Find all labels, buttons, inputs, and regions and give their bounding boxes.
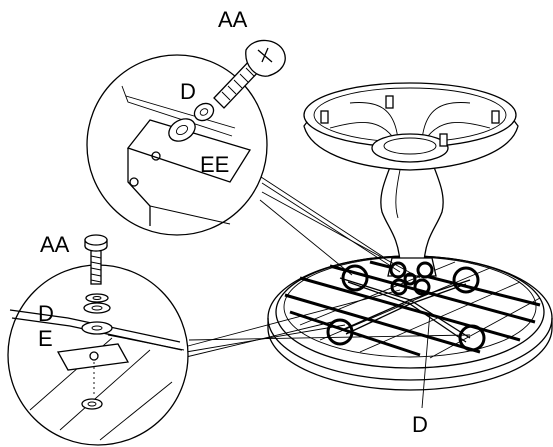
screw-aa-left — [84, 234, 108, 285]
highlight-circle — [413, 278, 431, 296]
highlight-circle — [416, 261, 434, 279]
label-aa-top: AA — [218, 7, 248, 32]
highlight-circle — [326, 318, 354, 346]
top-plate-pegs — [320, 95, 500, 147]
table-top-plate — [303, 82, 519, 171]
highlight-circle — [341, 264, 369, 292]
highlight-circle — [389, 261, 407, 279]
label-e-left: E — [38, 326, 53, 351]
label-aa-left: AA — [40, 232, 70, 257]
highlight-circles — [326, 261, 486, 352]
label-d-top: D — [180, 79, 196, 104]
highlight-circle — [403, 272, 417, 286]
screw-aa-top — [213, 39, 286, 109]
table-base — [267, 255, 553, 391]
label-d-left: D — [38, 301, 54, 326]
label-ee-top: EE — [200, 152, 229, 177]
table-column — [380, 161, 444, 277]
label-d-bottom: D — [412, 412, 428, 437]
highlight-circle — [390, 278, 408, 296]
highlight-circle — [458, 324, 486, 352]
highlight-circle — [452, 266, 480, 294]
detail-bubble-left — [7, 264, 189, 446]
base-grid — [284, 260, 541, 359]
